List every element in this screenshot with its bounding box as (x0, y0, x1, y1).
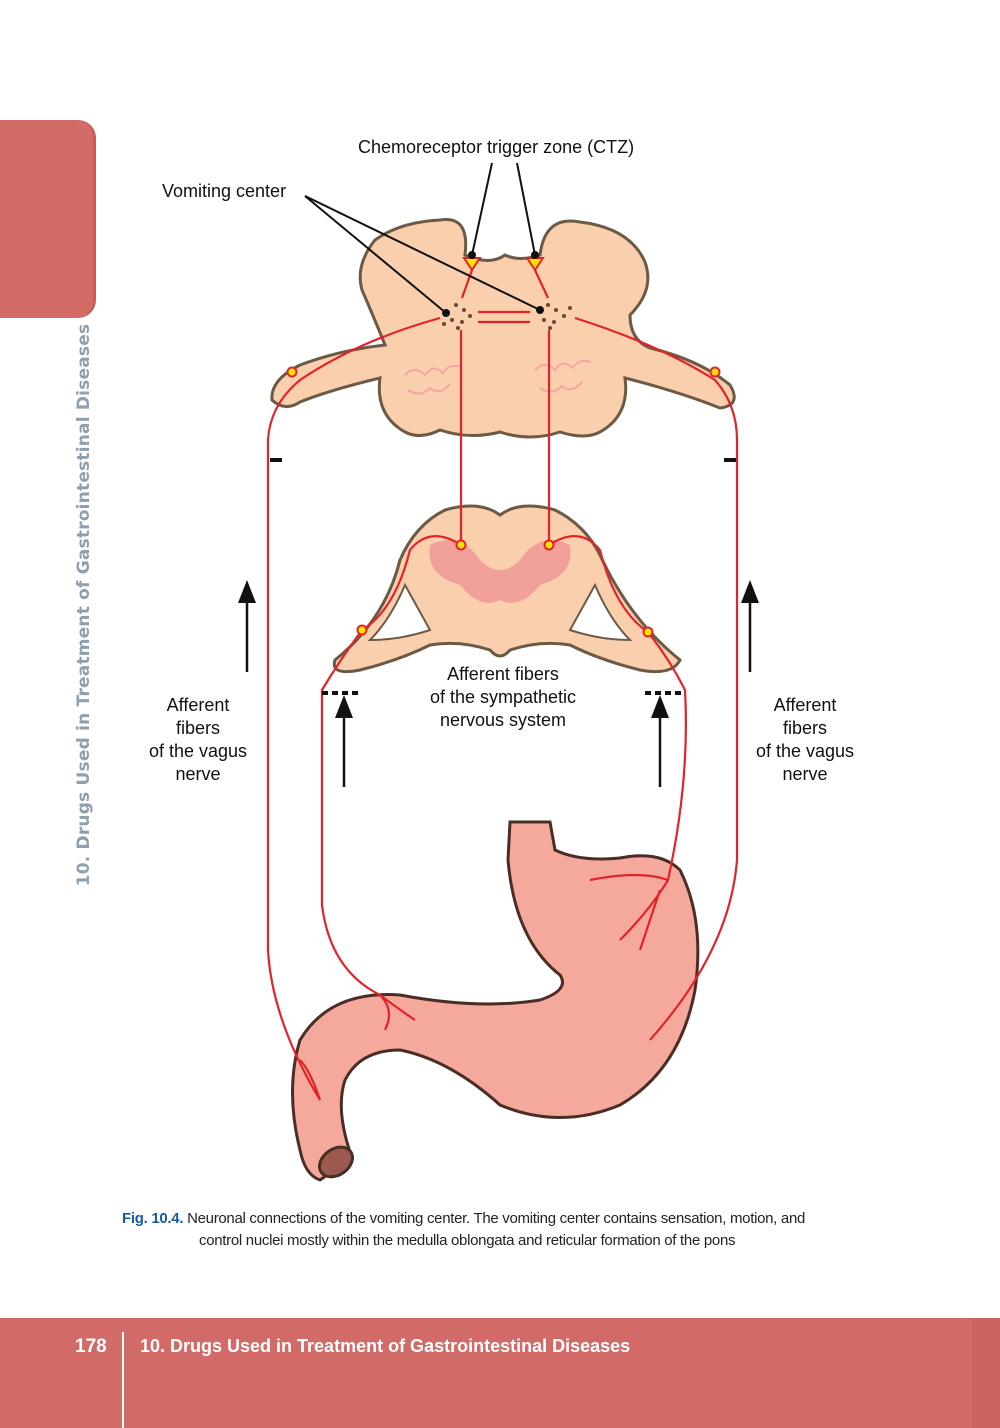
page-footer: 178 10. Drugs Used in Treatment of Gastr… (0, 1318, 1000, 1428)
label-line: Afferent fibers (447, 664, 559, 684)
label-line: Afferent (166, 695, 230, 715)
vomiting-center-label: Vomiting center (162, 181, 287, 201)
label-pointers (304, 162, 544, 317)
nerve-fibers (266, 269, 739, 1101)
inhibition-marks (270, 458, 736, 695)
label-line: of the vagus (755, 741, 855, 761)
olive-left (404, 364, 462, 395)
label-line: nervous system (439, 710, 567, 730)
caption-line-1: Neuronal connections of the vomiting cen… (187, 1210, 806, 1227)
medulla-section (270, 217, 736, 439)
dorsal-root-left (367, 582, 432, 642)
caption-line-2: control nuclei mostly within the medulla… (199, 1232, 736, 1249)
label-line: fibers (175, 718, 220, 738)
ctz-label: Chemoreceptor trigger zone (CTZ) (358, 137, 635, 157)
label-line: Afferent (773, 695, 837, 715)
olive-right (534, 359, 592, 393)
footer-chapter-title: 10. Drugs Used in Treatment of Gastroint… (140, 1336, 631, 1356)
vagus-left-label: Afferent fibers of the vagus nerve (138, 694, 258, 786)
sympathetic-label: Afferent fibers of the sympathetic nervo… (413, 663, 593, 732)
footer-edge (972, 1318, 1000, 1428)
stomach (291, 820, 700, 1182)
dorsal-root-right (568, 582, 633, 642)
label-line: of the vagus (148, 741, 248, 761)
chapter-side-tab (0, 120, 96, 318)
neuron-cell-bodies (286, 366, 721, 638)
duodenum-opening (317, 1145, 355, 1179)
label-line: nerve (175, 764, 221, 784)
label-line: nerve (782, 764, 828, 784)
vagus-right-label: Afferent fibers of the vagus nerve (745, 694, 865, 786)
label-line: of the sympathetic (429, 687, 577, 707)
figure-caption: Fig. 10.4. Neuronal connections of the v… (122, 1208, 902, 1252)
figure-number: Fig. 10.4. (122, 1210, 184, 1227)
up-arrows (238, 580, 759, 787)
gray-matter (429, 540, 571, 603)
label-line: fibers (782, 718, 827, 738)
page-number: 178 (75, 1336, 107, 1357)
footer-divider (122, 1332, 124, 1428)
